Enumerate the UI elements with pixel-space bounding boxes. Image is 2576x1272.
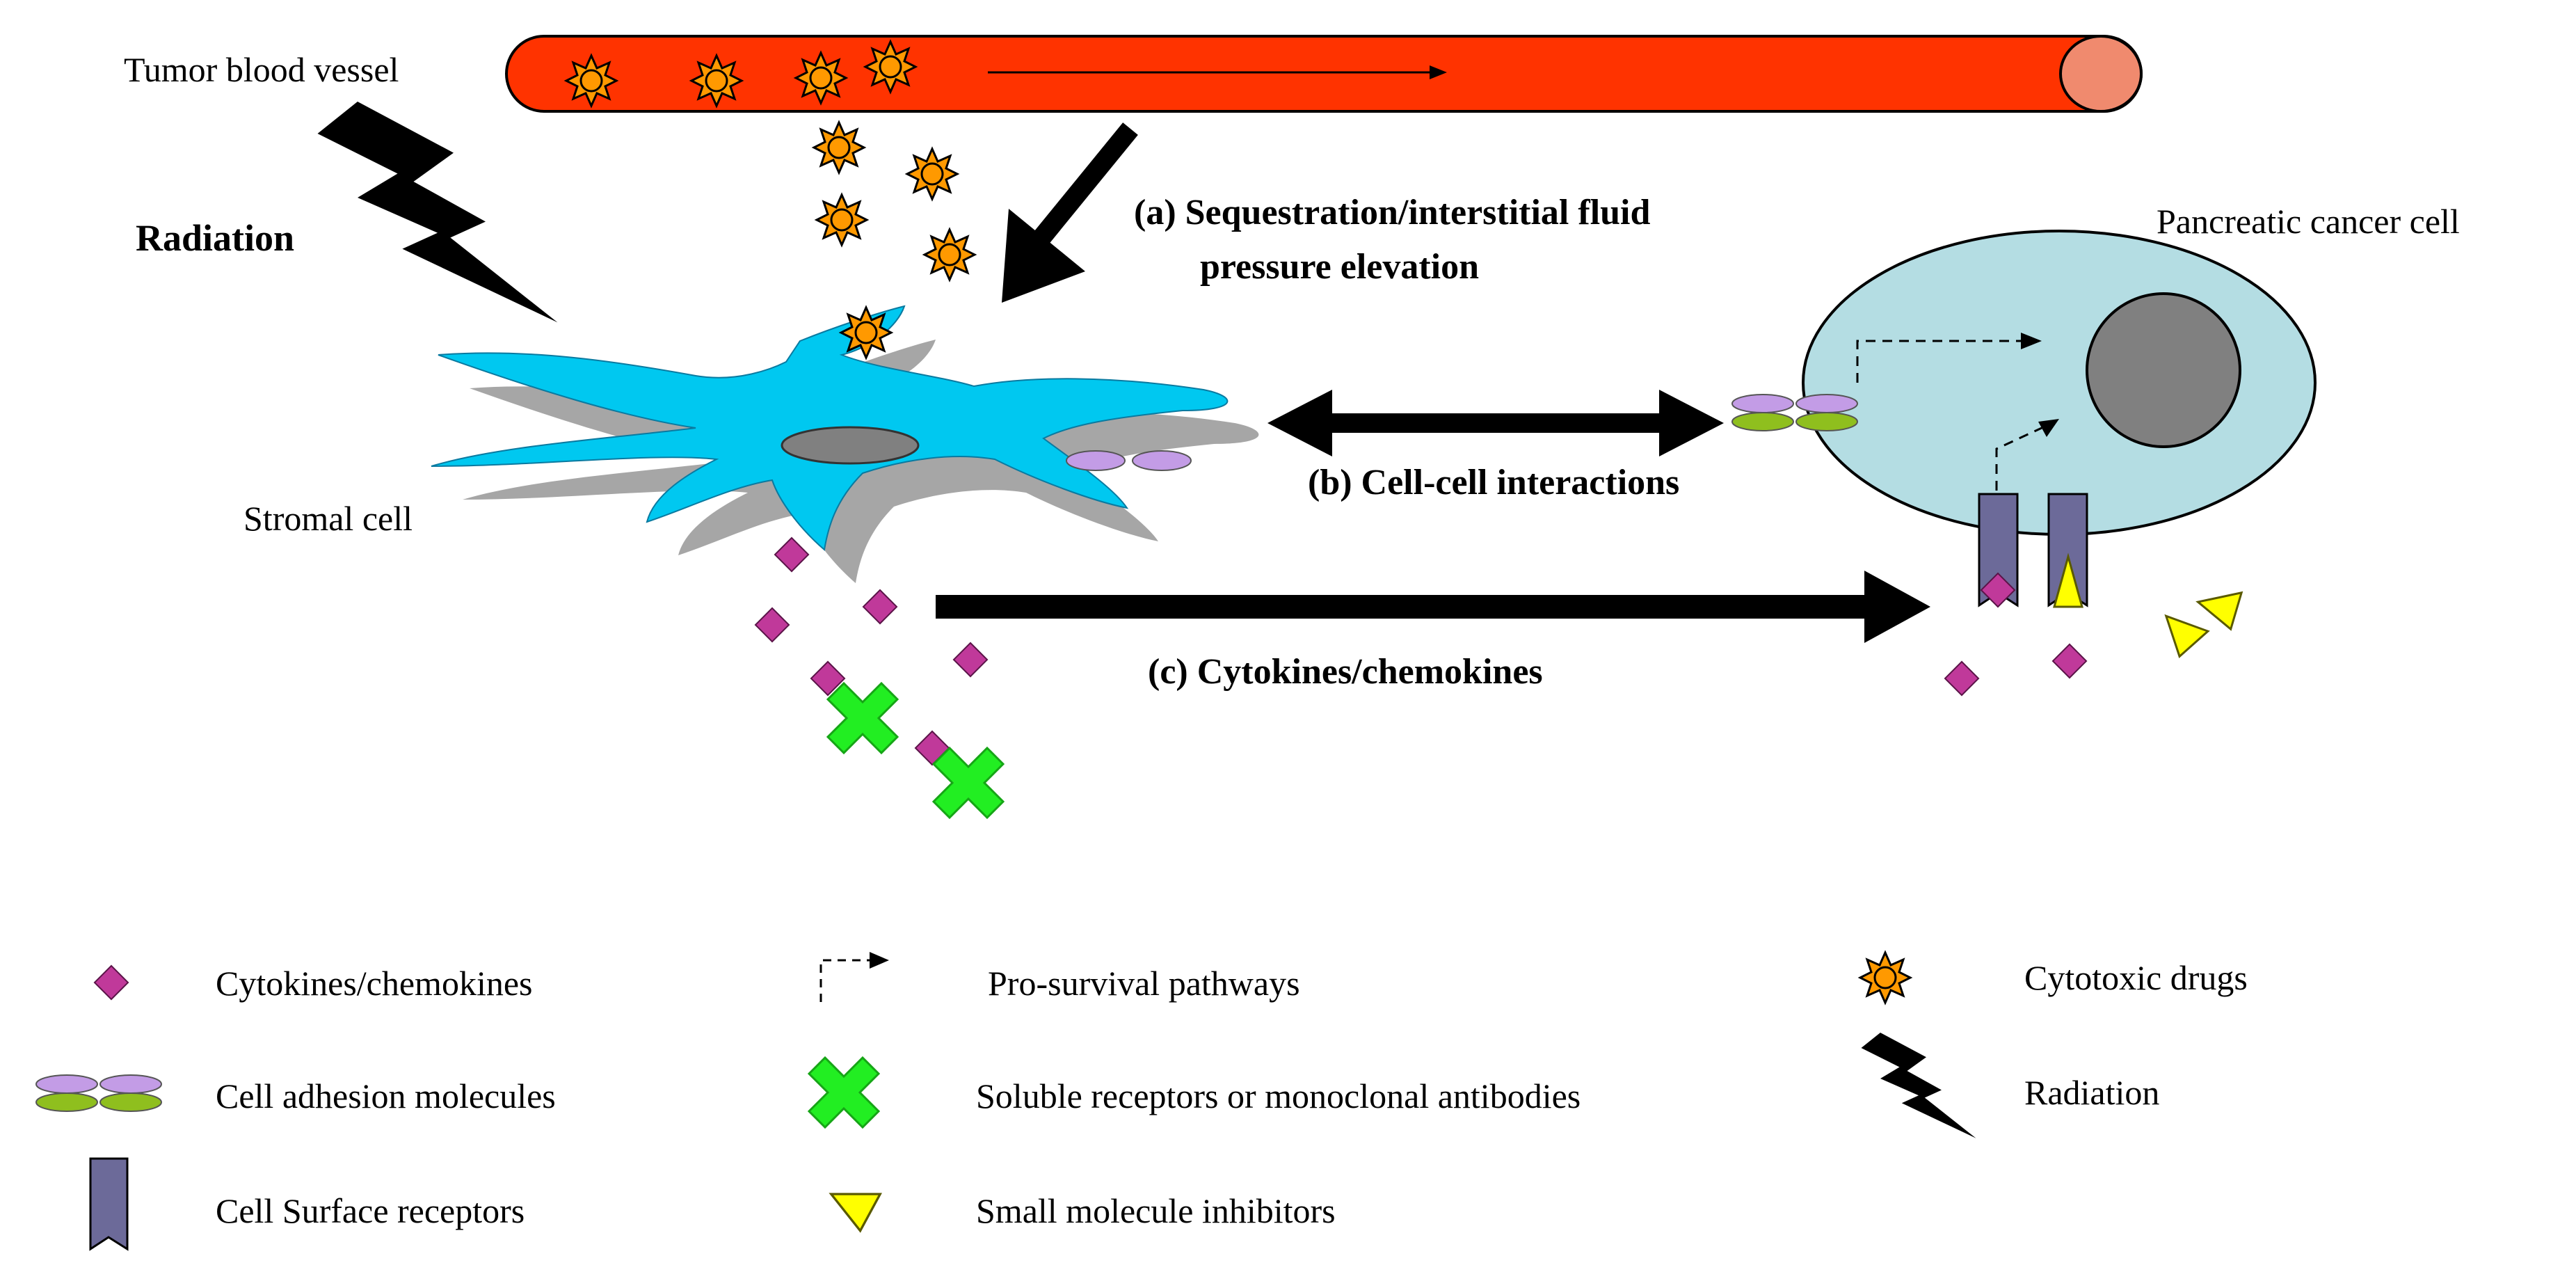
cytotoxic-drugs-cluster — [813, 121, 976, 281]
pancreatic-cancer-cell — [1731, 230, 2317, 536]
legend-small-molecule-label: Small molecule inhibitors — [976, 1191, 1336, 1230]
inhibitors-near-cancer-cell — [2153, 591, 2250, 664]
legend-cytokine-icon — [93, 964, 129, 1001]
legend-inhibitor-icon — [830, 1193, 881, 1232]
tumor-blood-vessel — [505, 35, 2143, 113]
legend: Cytokines/chemokines Cell adhesion molec… — [35, 951, 2248, 1251]
legend-pro-survival-icon — [819, 952, 889, 1002]
legend-receptor-icon — [89, 1157, 129, 1251]
legend-receptors-label: Cell Surface receptors — [216, 1191, 525, 1230]
legend-antibody-icon — [808, 1056, 880, 1129]
legend-pro-survival-label: Pro-survival pathways — [988, 964, 1300, 1003]
sequestration-label-line1: (a) Sequestration/interstitial fluid — [1134, 193, 1651, 232]
legend-radiation-label: Radiation — [2024, 1073, 2159, 1112]
stromal-cell-label: Stromal cell — [243, 499, 413, 538]
sequestration-arrow — [1002, 122, 1138, 303]
cytokines-near-cancer-cell — [1944, 643, 2088, 697]
cell-cell-double-arrow — [1267, 390, 1724, 456]
legend-adhesion-icon — [35, 1074, 162, 1112]
sequestration-label-line2: pressure elevation — [1200, 247, 1479, 287]
cytokines-arrow — [936, 571, 1930, 643]
legend-cytotoxic-drug-icon — [1859, 951, 1912, 1004]
legend-cytokines-label: Cytokines/chemokines — [216, 964, 533, 1003]
radiation-label: Radiation — [136, 217, 294, 259]
stromal-cell — [431, 305, 1259, 583]
tumor-blood-vessel-label: Tumor blood vessel — [124, 50, 399, 89]
legend-radiation-icon — [1861, 1033, 1976, 1138]
cytokines-chemokines-label: (c) Cytokines/chemokines — [1148, 652, 1543, 692]
soluble-receptors-antibodies — [826, 682, 1005, 819]
legend-cytotoxic-label: Cytotoxic drugs — [2024, 958, 2248, 997]
legend-adhesion-label: Cell adhesion molecules — [216, 1076, 556, 1115]
radiation-bolt-icon — [317, 102, 558, 323]
legend-soluble-label: Soluble receptors or monoclonal antibodi… — [976, 1076, 1581, 1115]
cell-surface-receptors-on-cell — [1978, 493, 2088, 608]
pancreatic-cancer-cell-label: Pancreatic cancer cell — [2157, 202, 2460, 241]
cell-cell-interactions-label: (b) Cell-cell interactions — [1308, 463, 1679, 502]
